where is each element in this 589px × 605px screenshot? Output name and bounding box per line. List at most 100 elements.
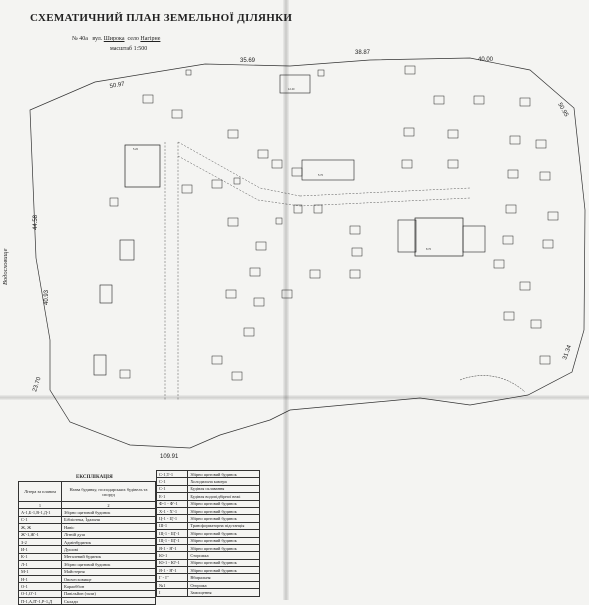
legend-code: С-1,Т-1	[155, 469, 189, 479]
legend-name: Металевий будинок	[61, 552, 156, 562]
legend-name: Збірно щитовий будинок	[187, 506, 260, 516]
legend-code: Ш-1	[155, 521, 189, 531]
legend-code: Щ-1 - Щ'-1	[155, 529, 189, 538]
dim-top-left: 50.97	[109, 81, 125, 90]
legend-code: М-1	[18, 567, 62, 576]
cottage-group	[109, 65, 559, 381]
legend-code: А-1,Б-1,В-1,Д-1	[18, 508, 62, 517]
building-mid-strip	[301, 159, 355, 181]
building-wing-left	[397, 219, 417, 253]
dim-right-lower: 31.34	[562, 344, 573, 361]
legend-name: Душові	[61, 545, 156, 554]
road-diagonal-upper	[177, 141, 301, 197]
legend-name: Будівля склавання	[187, 484, 260, 494]
svg-text:5.70: 5.70	[318, 173, 324, 177]
reservoir-label: Водосховище	[2, 248, 9, 285]
building-wing-right	[462, 225, 486, 253]
legend-name: Майстерня	[61, 567, 156, 576]
dim-top-right2: 40.00	[478, 57, 494, 63]
legend-name: Збірно щитовий будинок	[187, 529, 260, 538]
legend-name: Овочесховище	[61, 574, 156, 584]
site-boundary	[29, 57, 586, 449]
legend-code: І	[155, 588, 189, 597]
svg-text:12.40: 12.40	[288, 87, 295, 91]
legend-code: Г - Г'	[155, 573, 189, 582]
legend-row: Г - Г'Вбиральня	[155, 573, 260, 582]
legend-name: Замощення	[187, 588, 260, 597]
legend-name: Збірно щитовий будинок	[187, 543, 260, 553]
legend-code: Я-1 - Я'-1	[155, 566, 189, 575]
building-left-a	[99, 284, 113, 304]
legend-code: С-1	[155, 484, 189, 494]
legend-code: Ж'-1,Ж'-1	[18, 530, 62, 539]
legend-code: С-1	[155, 477, 189, 486]
legend-name: Збірно щитовий будинок	[187, 469, 260, 479]
svg-text:5.20: 5.20	[133, 147, 139, 151]
building-top-strip	[279, 74, 311, 94]
legend-code: Ф-1 - Ф'-1	[155, 499, 189, 508]
building-large-center	[414, 217, 464, 257]
building-left-b	[93, 354, 107, 376]
document-title: СХЕМАТИЧНИЙ ПЛАН ЗЕМЕЛЬНОЇ ДІЛЯНКИ	[30, 12, 293, 24]
paper-fold-vertical	[283, 0, 289, 600]
dim-left-mid: 40.93	[44, 289, 50, 305]
path-right-upper	[299, 187, 471, 197]
legend-code: И-1	[18, 545, 62, 554]
street-prefix: вул.	[92, 36, 103, 42]
legend-code: Ю-1	[155, 551, 189, 560]
path-right-lower	[299, 197, 471, 207]
legend-code: О-1,О'-1	[18, 589, 62, 599]
building-left-c	[119, 239, 135, 261]
village-name: Нагірне	[140, 36, 161, 42]
legend-code: П-1,А,П'-1,Р-1,Д	[18, 597, 62, 605]
dim-left-upper: 44.58	[33, 214, 39, 230]
legend-name: Будівля водопідбірної вежі	[187, 492, 260, 501]
street-name: Широка	[103, 36, 125, 42]
legend-name: Збірно щитовий будинок	[187, 566, 260, 575]
legend-name: Бібліотека, Їдальня	[61, 515, 156, 525]
legend-name: Збірно щитовий будинок	[187, 514, 260, 523]
legend-name: Навіс	[61, 523, 156, 532]
village-prefix: село	[127, 36, 139, 42]
legend-index-2: 2	[61, 500, 156, 510]
legend-code: К-1	[18, 552, 62, 562]
legend-name: Сторожка	[187, 551, 260, 560]
legend-index-1: 1	[18, 500, 62, 510]
legend-code: №1	[155, 580, 189, 590]
legend-name: Збірно щитовий будинок	[61, 508, 156, 517]
legend-name: Збірно щитовий будинок	[61, 560, 156, 569]
legend-name: Збірно щитовий будинок	[187, 499, 260, 508]
paper-fold-horizontal	[0, 395, 589, 400]
legend-name: Огорожа	[187, 580, 260, 590]
legend-name: Збірно щитовий будинок	[187, 558, 260, 568]
legend-name: Караоббон	[61, 582, 156, 591]
legend-code: Я-1 - Я'-1	[155, 543, 189, 553]
legend-title: ЕКСПЛІКАЦІЯ	[76, 475, 113, 480]
address-line: № 40а вул. Широка село Нагірне	[72, 36, 160, 42]
parcel-number: № 40а	[72, 36, 88, 42]
